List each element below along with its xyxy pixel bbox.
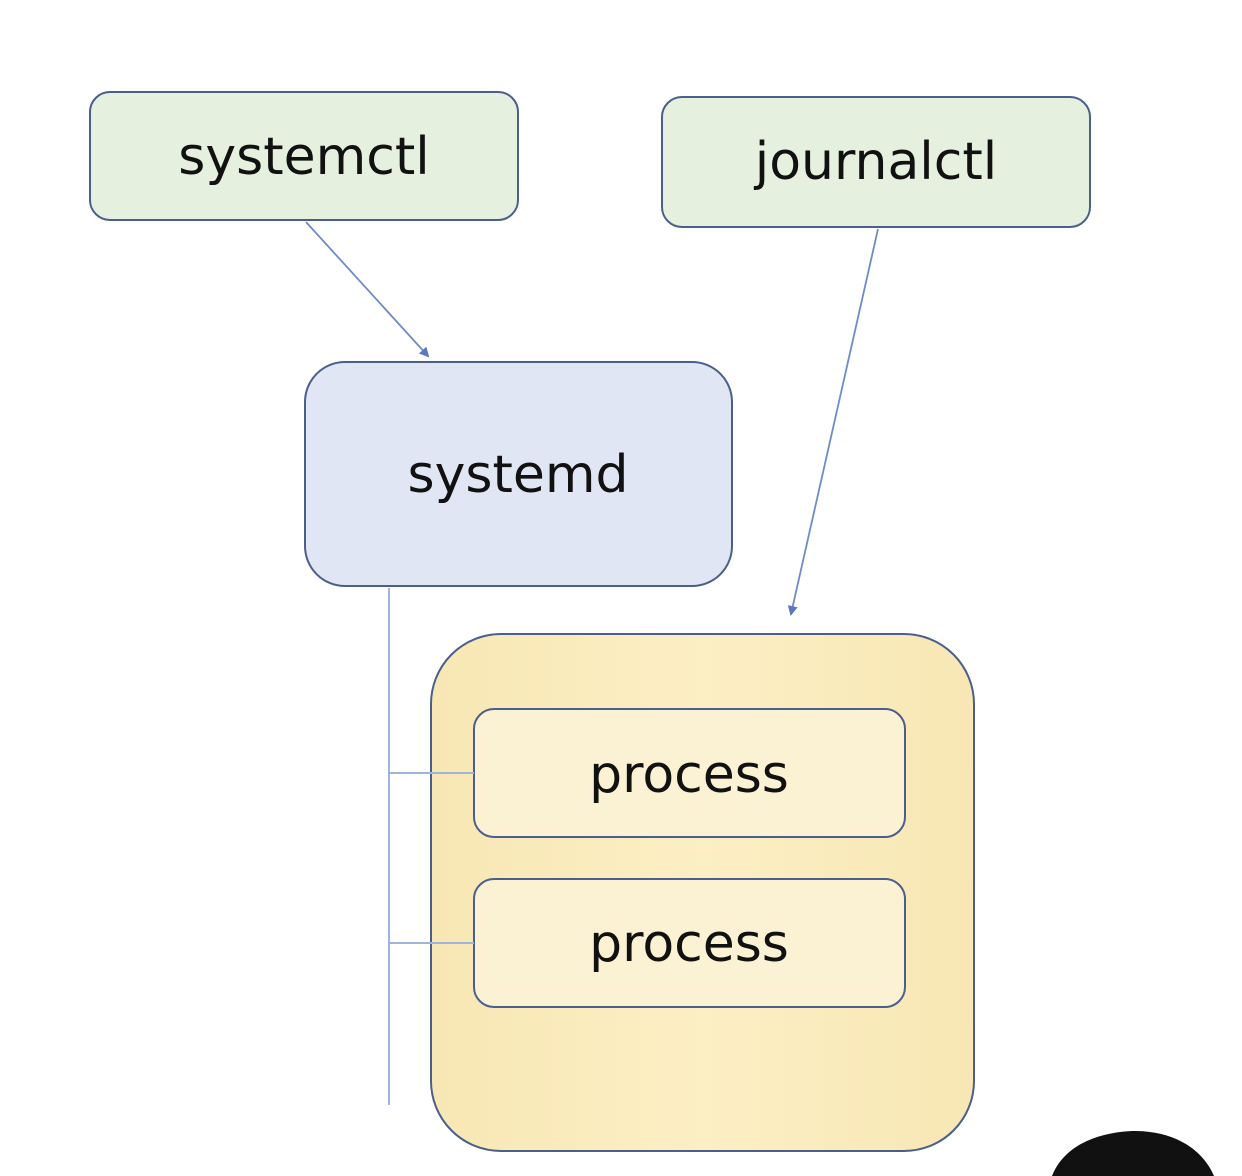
process-node-2: process	[473, 878, 906, 1008]
systemd-label: systemd	[408, 445, 629, 505]
process-label-2: process	[589, 914, 789, 974]
arrow-systemctl-to-systemd	[305, 221, 430, 358]
process-label-1: process	[589, 745, 789, 805]
systemctl-label: systemctl	[178, 127, 429, 187]
process-node-1: process	[473, 708, 906, 838]
systemctl-node: systemctl	[89, 91, 519, 221]
presenter-silhouette	[1052, 1130, 1214, 1176]
arrow-journalctl-to-processes	[787, 228, 879, 616]
journalctl-label: journalctl	[754, 132, 997, 192]
journalctl-node: journalctl	[661, 96, 1091, 228]
systemd-connector	[388, 588, 474, 1105]
systemd-node: systemd	[304, 361, 733, 587]
